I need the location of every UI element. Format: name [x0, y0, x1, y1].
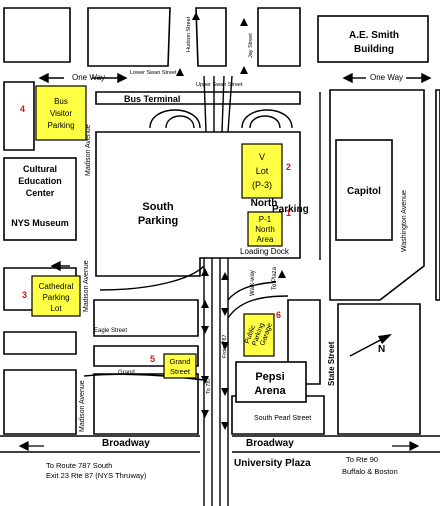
pepsi-arena	[235, 361, 307, 403]
south-parking-label-2: Parking	[138, 215, 178, 227]
to-plaza-label: To Plaza	[272, 266, 278, 290]
madison-label-bottom: Madison Avenue	[79, 380, 86, 432]
to-787-label: To 787	[206, 377, 212, 394]
north-parking-label-1: North	[251, 198, 278, 209]
capitol-label: Capitol	[347, 186, 381, 197]
svg-text:Lot: Lot	[256, 166, 269, 176]
svg-text:Area: Area	[257, 235, 274, 244]
loading-dock-label: Loading Dock	[240, 247, 290, 256]
cultural-label-1: Cultural	[23, 164, 57, 174]
lot-5-grand-street[interactable]: Grand Street	[163, 353, 197, 379]
broadway	[0, 435, 440, 453]
ae-smith-label-2: Building	[354, 44, 394, 55]
south-pearl-label: South Pearl Street	[254, 415, 311, 422]
hudson-street-label: Hudson Street	[186, 16, 192, 52]
rte-90-directions: To Rte 90 Buffalo & Boston	[342, 455, 398, 476]
south-parking-label-1: South	[142, 201, 173, 213]
lot-2-v-lot[interactable]: V Lot (P-3)	[241, 143, 283, 199]
lot-6-public-garage[interactable]: Public Parking Garage	[243, 313, 275, 357]
bottom-arrows	[18, 441, 420, 451]
ae-smith-building	[317, 15, 429, 63]
grand-label: Grand	[118, 370, 135, 376]
lot-3-cathedral[interactable]: Cathedral Parking Lot	[31, 275, 81, 317]
svg-text:Buffalo & Boston: Buffalo & Boston	[342, 467, 398, 476]
svg-text:Cathedral: Cathedral	[39, 282, 74, 291]
svg-text:To Rte 90: To Rte 90	[346, 455, 378, 464]
jay-street-label: Jay Street	[248, 33, 254, 58]
svg-text:Street: Street	[170, 367, 191, 376]
bus-terminal-label: Bus Terminal	[124, 94, 180, 104]
compass-label: N	[378, 344, 385, 355]
lot-1-p1-north[interactable]: P-1 North Area	[247, 211, 283, 247]
state-street-label: State Street	[327, 341, 336, 386]
washington-label: Washington Avenue	[401, 190, 408, 252]
cultural-education-center	[3, 157, 77, 241]
lot-3-number: 3	[22, 290, 27, 300]
svg-text:Parking: Parking	[47, 121, 74, 130]
svg-text:Visitor: Visitor	[50, 109, 72, 118]
svg-text:Bus: Bus	[54, 97, 68, 106]
lot-6-number: 6	[276, 310, 281, 320]
svg-text:Grand: Grand	[170, 357, 191, 366]
svg-text:(P-3): (P-3)	[252, 180, 272, 190]
svg-text:V: V	[259, 152, 265, 162]
eagle-street-label: Eagle Street	[94, 328, 127, 334]
pepsi-label-1: Pepsi	[255, 371, 284, 383]
lot-4-bus-visitor[interactable]: Bus Visitor Parking	[35, 85, 87, 141]
upper-swan-label: Upper Swan Street	[196, 82, 243, 88]
svg-text:Exit 23 Rte 87 (NYS Thruway): Exit 23 Rte 87 (NYS Thruway)	[46, 471, 147, 480]
svg-text:Lot: Lot	[50, 304, 62, 313]
one-way-right: One Way	[370, 73, 403, 82]
lower-swan-label: Lower Swan Street	[130, 70, 177, 76]
lot-5-number: 5	[150, 354, 155, 364]
svg-text:To Route 787 South: To Route 787 South	[46, 461, 112, 470]
broadway-left-label: Broadway	[102, 438, 150, 449]
lot-2-number: 2	[286, 162, 291, 172]
route-787-directions: To Route 787 South Exit 23 Rte 87 (NYS T…	[46, 461, 147, 480]
one-way-left: One Way	[72, 73, 105, 82]
museum-label: NYS Museum	[11, 218, 69, 228]
svg-text:P-1: P-1	[259, 215, 272, 224]
cultural-label-2: Education	[18, 176, 62, 186]
ae-smith-label-1: A.E. Smith	[349, 30, 399, 41]
bus-terminal-row	[95, 91, 301, 105]
from-787-label: From 787	[222, 334, 228, 358]
madison-label-top: Madison Avenue	[85, 124, 92, 176]
pepsi-label-2: Arena	[254, 385, 286, 397]
lot-1-number: 1	[286, 208, 291, 218]
highway-arrows	[176, 12, 286, 430]
lot-4-number: 4	[20, 104, 25, 114]
north-parking-label-2: Parking	[272, 204, 309, 215]
walkway-label: Walk-way	[250, 270, 256, 296]
svg-text:Parking: Parking	[42, 293, 69, 302]
broadway-right-label: Broadway	[246, 438, 294, 449]
madison-label-mid: Madison Avenue	[83, 260, 90, 312]
one-way-arrows	[38, 72, 432, 272]
university-plaza-label: University Plaza	[234, 458, 311, 469]
cultural-label-3: Center	[26, 188, 55, 198]
compass: N	[349, 334, 392, 357]
capitol-building	[335, 139, 393, 241]
svg-text:North: North	[255, 225, 275, 234]
